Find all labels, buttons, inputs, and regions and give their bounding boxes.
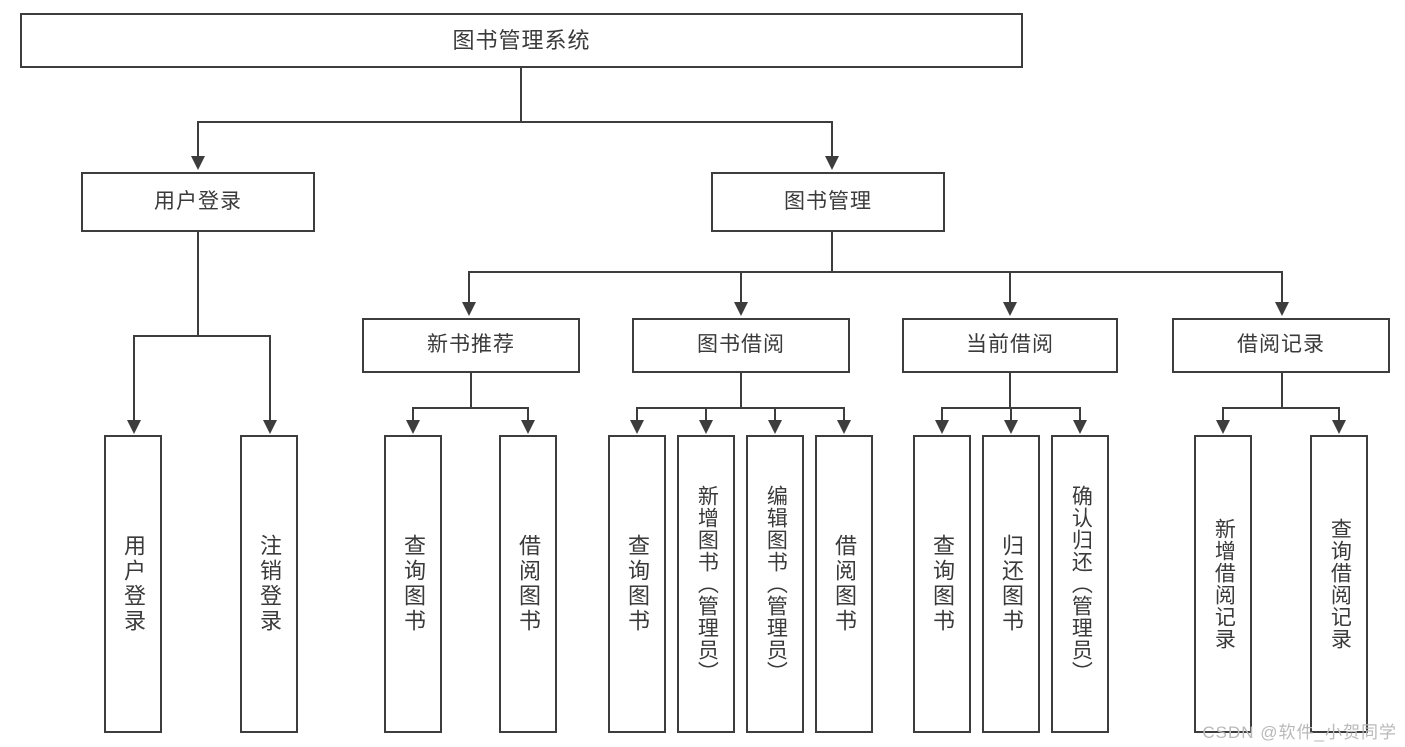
connector-record-stem bbox=[1281, 373, 1283, 407]
connector-root-bus bbox=[197, 121, 833, 123]
leaf-newbook-borrow-books[interactable]: 借阅图书 bbox=[499, 435, 557, 733]
node-label: 图书管理 bbox=[784, 189, 872, 213]
connector-bookmgmt-bus bbox=[468, 271, 1282, 273]
leaf-label: 确认归还（管理员） bbox=[1069, 485, 1093, 683]
arrow-bookmgmt-record-icon bbox=[1275, 302, 1289, 316]
connector-newbook-bus bbox=[412, 407, 529, 409]
node-label: 图书借阅 bbox=[697, 333, 785, 357]
arrow-bookmgmt-borrow-icon bbox=[734, 302, 748, 316]
connector-current-to-leaf-3 bbox=[1079, 407, 1081, 422]
connector-record-bus bbox=[1222, 407, 1340, 409]
leaf-label: 归还图书 bbox=[998, 534, 1024, 634]
arrow-record-leaf-1-icon bbox=[1216, 420, 1230, 434]
leaf-current-confirm-return-admin[interactable]: 确认归还（管理员） bbox=[1051, 435, 1109, 733]
arrow-bookmgmt-newbook-icon bbox=[462, 302, 476, 316]
connector-newbook-stem bbox=[470, 373, 472, 407]
connector-current-to-leaf-1 bbox=[941, 407, 943, 422]
node-book-borrowing[interactable]: 图书借阅 bbox=[632, 318, 850, 373]
leaf-label: 注销登录 bbox=[256, 534, 282, 634]
node-label: 用户登录 bbox=[154, 189, 242, 213]
node-new-book-recommendation[interactable]: 新书推荐 bbox=[362, 318, 580, 373]
node-book-management[interactable]: 图书管理 bbox=[711, 172, 945, 232]
node-current-borrowing[interactable]: 当前借阅 bbox=[902, 318, 1118, 373]
arrow-newbook-leaf-1-icon bbox=[406, 420, 420, 434]
connector-borrow-to-leaf-3 bbox=[774, 407, 776, 422]
leaf-borrow-query-books[interactable]: 查询图书 bbox=[608, 435, 666, 733]
arrow-bookmgmt-current-icon bbox=[1003, 302, 1017, 316]
connector-newbook-to-leaf-1 bbox=[412, 407, 414, 422]
leaf-current-return-books[interactable]: 归还图书 bbox=[982, 435, 1040, 733]
connector-bookmgmt-to-record bbox=[1281, 271, 1283, 304]
leaf-label: 新增图书（管理员） bbox=[695, 485, 719, 683]
connector-login-bus bbox=[133, 335, 269, 337]
connector-current-stem bbox=[1009, 373, 1011, 407]
node-label: 图书管理系统 bbox=[452, 27, 591, 53]
leaf-label: 借阅图书 bbox=[515, 534, 541, 634]
connector-root-stem bbox=[520, 68, 522, 121]
arrow-borrow-leaf-3-icon bbox=[768, 420, 782, 434]
node-label: 新书推荐 bbox=[427, 333, 515, 357]
arrow-current-leaf-3-icon bbox=[1073, 420, 1087, 434]
leaf-label: 查询借阅记录 bbox=[1328, 518, 1352, 650]
connector-login-to-leaf-1 bbox=[133, 335, 135, 422]
node-book-management-system[interactable]: 图书管理系统 bbox=[20, 13, 1023, 68]
leaf-newbook-query-books[interactable]: 查询图书 bbox=[384, 435, 442, 733]
leaf-logout[interactable]: 注销登录 bbox=[240, 435, 298, 733]
leaf-record-query-borrow-record[interactable]: 查询借阅记录 bbox=[1310, 435, 1368, 733]
leaf-label: 借阅图书 bbox=[831, 534, 857, 634]
connector-borrow-stem bbox=[740, 373, 742, 407]
connector-record-to-leaf-2 bbox=[1338, 407, 1340, 422]
leaf-user-login[interactable]: 用户登录 bbox=[104, 435, 162, 733]
connector-bookmgmt-to-borrow bbox=[740, 271, 742, 304]
leaf-label: 查询图书 bbox=[624, 534, 650, 634]
arrow-current-leaf-2-icon bbox=[1004, 420, 1018, 434]
arrow-borrow-leaf-4-icon bbox=[837, 420, 851, 434]
arrow-login-leaf-2-icon bbox=[263, 420, 277, 434]
arrow-newbook-leaf-2-icon bbox=[521, 420, 535, 434]
connector-borrow-to-leaf-4 bbox=[843, 407, 845, 422]
arrow-borrow-leaf-2-icon bbox=[699, 420, 713, 434]
leaf-borrow-edit-book-admin[interactable]: 编辑图书（管理员） bbox=[746, 435, 804, 733]
leaf-record-add-borrow-record[interactable]: 新增借阅记录 bbox=[1194, 435, 1252, 733]
node-user-login[interactable]: 用户登录 bbox=[81, 172, 315, 232]
connector-bookmgmt-to-newbook bbox=[468, 271, 470, 304]
arrow-login-leaf-1-icon bbox=[127, 420, 141, 434]
leaf-borrow-borrow-books[interactable]: 借阅图书 bbox=[815, 435, 873, 733]
leaf-label: 查询图书 bbox=[400, 534, 426, 634]
leaf-current-query-books[interactable]: 查询图书 bbox=[913, 435, 971, 733]
node-borrow-records[interactable]: 借阅记录 bbox=[1172, 318, 1390, 373]
connector-root-to-bookmgmt bbox=[831, 121, 833, 158]
node-label: 借阅记录 bbox=[1237, 333, 1325, 357]
arrow-root-to-login-icon bbox=[191, 156, 205, 170]
connector-current-to-leaf-2 bbox=[1010, 407, 1012, 422]
connector-borrow-bus bbox=[636, 407, 845, 409]
leaf-label: 用户登录 bbox=[120, 534, 146, 634]
connector-root-to-login bbox=[197, 121, 199, 158]
arrow-root-to-bookmgmt-icon bbox=[825, 156, 839, 170]
connector-borrow-to-leaf-2 bbox=[705, 407, 707, 422]
connector-login-to-leaf-2 bbox=[269, 335, 271, 422]
leaf-label: 新增借阅记录 bbox=[1212, 518, 1236, 650]
connector-login-stem bbox=[197, 232, 199, 335]
connector-borrow-to-leaf-1 bbox=[636, 407, 638, 422]
arrow-record-leaf-2-icon bbox=[1332, 420, 1346, 434]
connector-bookmgmt-to-current bbox=[1009, 271, 1011, 304]
arrow-current-leaf-1-icon bbox=[935, 420, 949, 434]
leaf-label: 查询图书 bbox=[929, 534, 955, 634]
arrow-borrow-leaf-1-icon bbox=[630, 420, 644, 434]
leaf-label: 编辑图书（管理员） bbox=[764, 485, 788, 683]
node-label: 当前借阅 bbox=[966, 333, 1054, 357]
leaf-borrow-add-book-admin[interactable]: 新增图书（管理员） bbox=[677, 435, 735, 733]
connector-record-to-leaf-1 bbox=[1222, 407, 1224, 422]
connector-newbook-to-leaf-2 bbox=[527, 407, 529, 422]
connector-bookmgmt-stem bbox=[831, 232, 833, 271]
